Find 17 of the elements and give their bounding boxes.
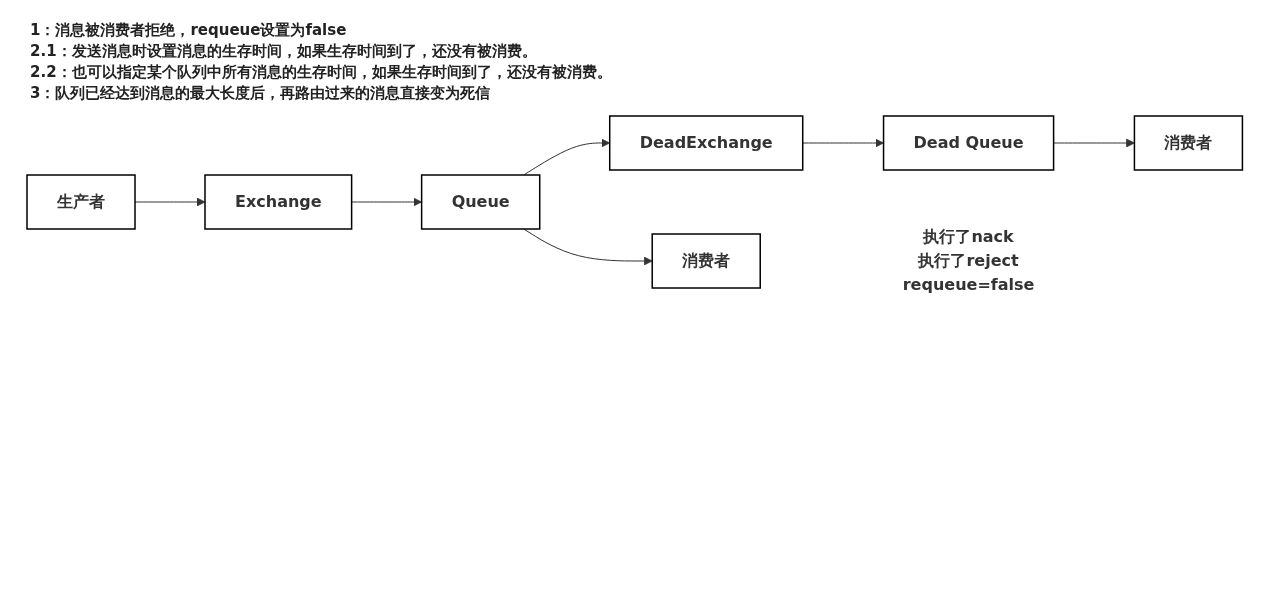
node-box: DeadExchange (608, 115, 804, 171)
node-label: requeue=false (902, 275, 1035, 294)
note-text: 1：消息被消费者拒绝，requeue设置为false (30, 20, 348, 41)
node-box: Exchange (204, 174, 353, 230)
node-label: 执行了reject (918, 251, 1019, 270)
node-box: 消费者 (1133, 115, 1243, 171)
node-box: 生产者 (26, 174, 136, 230)
arrow (802, 138, 884, 148)
node-box: Queue (420, 174, 541, 230)
node-label: 执行了nack (923, 227, 1014, 246)
arrow (523, 138, 610, 176)
note-text: 2.2：也可以指定某个队列中所有消息的生存时间，如果生存时间到了，还没有被消费。 (30, 62, 613, 83)
note-text: 3：队列已经达到消息的最大长度后，再路由过来的消息直接变为死信 (30, 83, 492, 104)
arrow (523, 228, 653, 266)
note-text: 2.1：发送消息时设置消息的生存时间，如果生存时间到了，还没有被消费。 (30, 41, 538, 62)
node-box: 消费者 (651, 233, 761, 289)
node-box: Dead Queue (882, 115, 1055, 171)
